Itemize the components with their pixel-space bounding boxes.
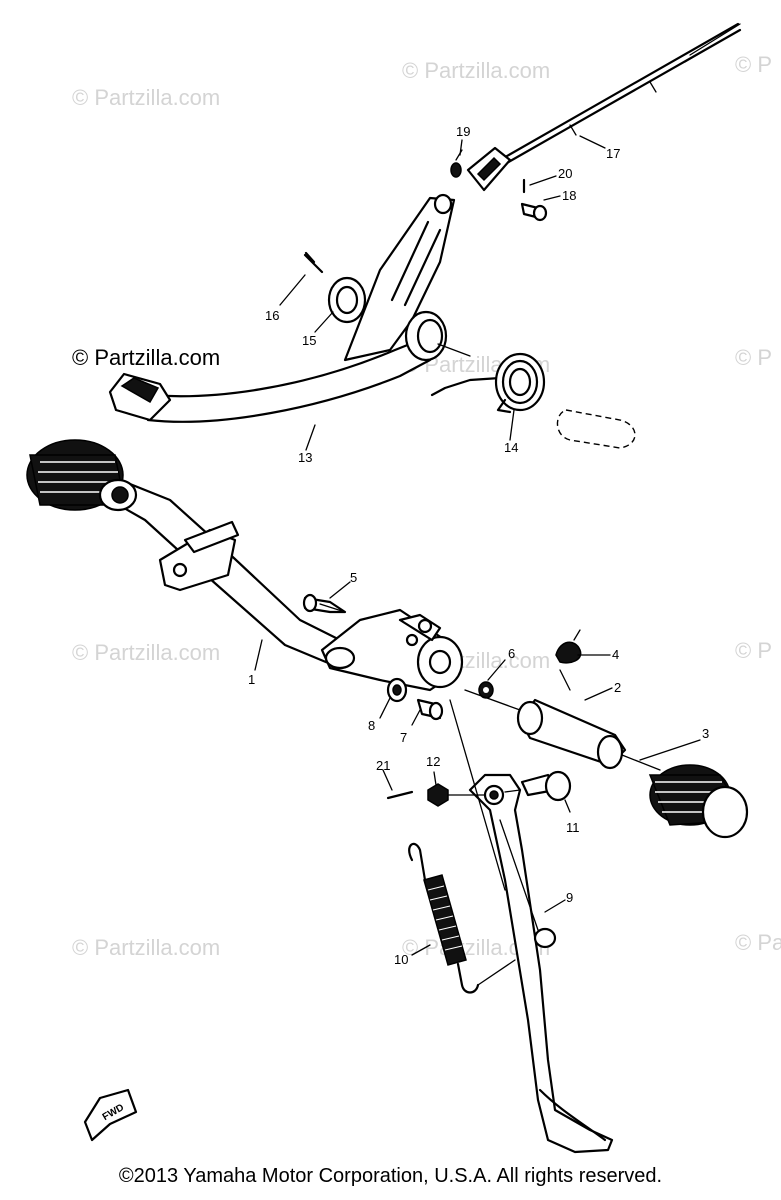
part-3-footpeg-rubber: [648, 764, 749, 839]
part-13-brake-pedal: [108, 193, 456, 423]
part-12-nut: [427, 783, 449, 807]
callout-3: 3: [702, 726, 709, 741]
callout-15: 15: [302, 333, 316, 348]
callout-16: 16: [265, 308, 279, 323]
part-5-bolt: [302, 593, 347, 614]
part-15-washer: [327, 276, 367, 324]
callout-17: 17: [606, 146, 620, 161]
pivot-shaft-dashed: [437, 343, 636, 449]
part-8-washer: [386, 677, 408, 703]
copyright-notice: ©2013 Yamaha Motor Corporation, U.S.A. A…: [118, 1165, 663, 1187]
part-16-pin: [303, 251, 324, 274]
callout-7: 7: [400, 730, 407, 745]
part-11-bolt: [520, 770, 572, 802]
part-6-washer: [478, 681, 494, 699]
callout-labels: 1 2 3 4 5 6 7 8 9 10 11 12 13 14 15 16 1…: [248, 124, 709, 967]
part-4-spring: [555, 629, 582, 691]
callout-2: 2: [614, 680, 621, 695]
rod-clevis: [466, 146, 512, 192]
part-21-cotter-pin: [386, 790, 414, 800]
part-2-sleeve: [464, 689, 661, 771]
callout-6: 6: [508, 646, 515, 661]
callout-19: 19: [456, 124, 470, 139]
part-17-brake-rod: [496, 22, 742, 170]
leader-lines: [254, 135, 701, 956]
callout-5: 5: [350, 570, 357, 585]
part-19-cotter-pin: [450, 149, 463, 178]
part-1-footrest-bar: [108, 478, 464, 692]
callout-9: 9: [566, 890, 573, 905]
fwd-arrow-icon: FWD: [83, 1088, 138, 1142]
watermark: © Partzilla.com: [402, 58, 550, 83]
callout-12: 12: [426, 754, 440, 769]
callout-14: 14: [504, 440, 518, 455]
watermark-dark: © Partzilla.com: [72, 345, 220, 370]
callout-11: 11: [566, 820, 580, 835]
part-10-stand-spring: [408, 842, 480, 994]
callout-8: 8: [368, 718, 375, 733]
watermark: © P: [735, 345, 772, 370]
watermark: © Partzilla.com: [72, 85, 220, 110]
callout-13: 13: [298, 450, 312, 465]
left-footpeg-rubber: [26, 439, 138, 512]
part-14-return-spring: [430, 352, 546, 414]
callout-10: 10: [394, 952, 408, 967]
watermark: © Partzilla.com: [72, 935, 220, 960]
callout-18: 18: [562, 188, 576, 203]
callout-21: 21: [376, 758, 390, 773]
part-9-side-stand: [447, 699, 614, 1154]
callout-20: 20: [558, 166, 572, 181]
watermark: © Partzilla.com: [735, 930, 781, 955]
watermark: © P: [735, 52, 772, 77]
callout-1: 1: [248, 672, 255, 687]
part-7-bolt: [416, 698, 444, 721]
watermark: © P: [735, 638, 772, 663]
watermark: © Partzilla.com: [72, 640, 220, 665]
watermark: © P: [600, 980, 637, 1005]
callout-4: 4: [612, 647, 619, 662]
part-18-pin: [520, 202, 548, 222]
